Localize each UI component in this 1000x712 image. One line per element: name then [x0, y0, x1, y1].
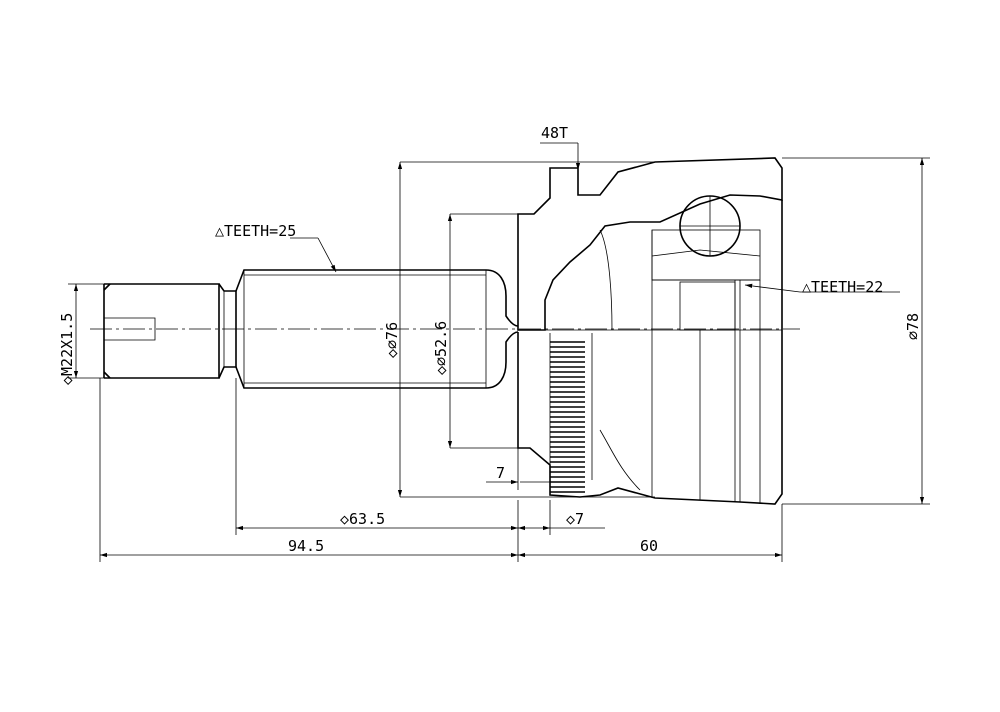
label-thread: ◇M22X1.5 [58, 313, 76, 385]
dim-thread: ◇M22X1.5 [58, 283, 104, 385]
label-dia-52-6: ◇⌀52.6 [432, 321, 450, 375]
dim-overall: 94.5 60 [99, 378, 783, 562]
label-teeth-25: △TEETH=25 [215, 222, 296, 240]
label-48t: 48T [541, 124, 568, 142]
dim-dia-76: ◇⌀76 [383, 161, 655, 498]
label-teeth-22: △TEETH=22 [802, 278, 883, 296]
label-7-upper: 7 [496, 464, 505, 482]
label-7-lower: ◇7 [566, 510, 584, 528]
dim-teeth-22: △TEETH=22 [744, 278, 900, 296]
label-94-5: 94.5 [288, 537, 324, 555]
dim-dia-78: ⌀78 [782, 157, 930, 505]
ball-cage [651, 195, 761, 331]
label-60: 60 [640, 537, 658, 555]
abs-tone-ring [550, 341, 585, 493]
splined-shaft [235, 269, 519, 389]
threaded-stub [103, 283, 237, 379]
dim-teeth-25: △TEETH=25 [215, 222, 337, 273]
label-63-5: ◇63.5 [340, 510, 385, 528]
dim-48t: 48T [540, 124, 581, 170]
label-dia-76: ◇⌀76 [383, 322, 401, 358]
dim-63-5: ◇63.5 ◇7 [235, 378, 605, 562]
dim-dia-52-6: ◇⌀52.6 [432, 213, 518, 449]
dim-7-upper: 7 [486, 448, 550, 490]
label-dia-78: ⌀78 [904, 313, 922, 340]
